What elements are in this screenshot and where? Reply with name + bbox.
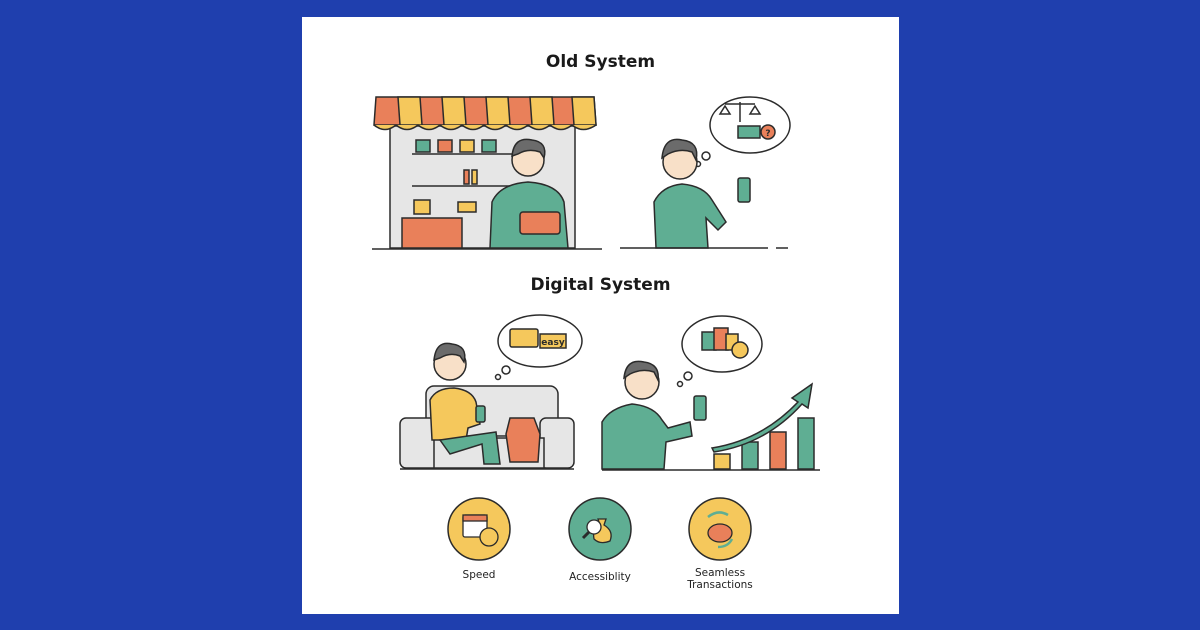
digital-system-title: Digital System — [530, 275, 671, 295]
growth-chart-icon — [710, 382, 815, 470]
delivery-box-icon — [505, 417, 541, 463]
speed-label: Speed — [462, 569, 496, 581]
accessibility-badge — [568, 497, 632, 561]
seamless-label-line1: Seamless — [694, 567, 746, 579]
phone-comparison-scene: ? — [620, 96, 791, 249]
old-system-title: Old System — [545, 52, 656, 72]
smartphone-icon — [693, 395, 707, 421]
sofa-shopping-scene: easy — [399, 314, 583, 470]
seamless-transactions-label: Seamless Transactions — [660, 567, 780, 591]
market-stall-scene — [372, 96, 602, 250]
balance-scale-icon — [718, 102, 762, 122]
market-stall-icon — [372, 96, 602, 250]
calendar-dollar-icon — [462, 514, 499, 547]
easy-label: easy — [541, 338, 565, 348]
wallet-icon — [519, 211, 561, 235]
magnifier-moneybag-icon — [581, 518, 612, 544]
digital-growth-scene — [601, 315, 820, 471]
infographic-card: Old System — [302, 17, 899, 614]
seamless-label-line2: Transactions — [687, 579, 753, 591]
speed-badge — [447, 497, 511, 561]
question-mark-text: ? — [765, 129, 770, 139]
accessibility-label: Accessiblity — [569, 571, 631, 583]
smartphone-icon — [737, 177, 751, 203]
coffee-cup-icon — [413, 199, 477, 215]
credit-card-icon — [509, 328, 539, 348]
seamless-transactions-badge — [688, 497, 752, 561]
cash-icon — [737, 125, 761, 139]
piggy-bank-cycle-icon — [707, 511, 734, 549]
shopping-bags-icon — [701, 327, 739, 351]
